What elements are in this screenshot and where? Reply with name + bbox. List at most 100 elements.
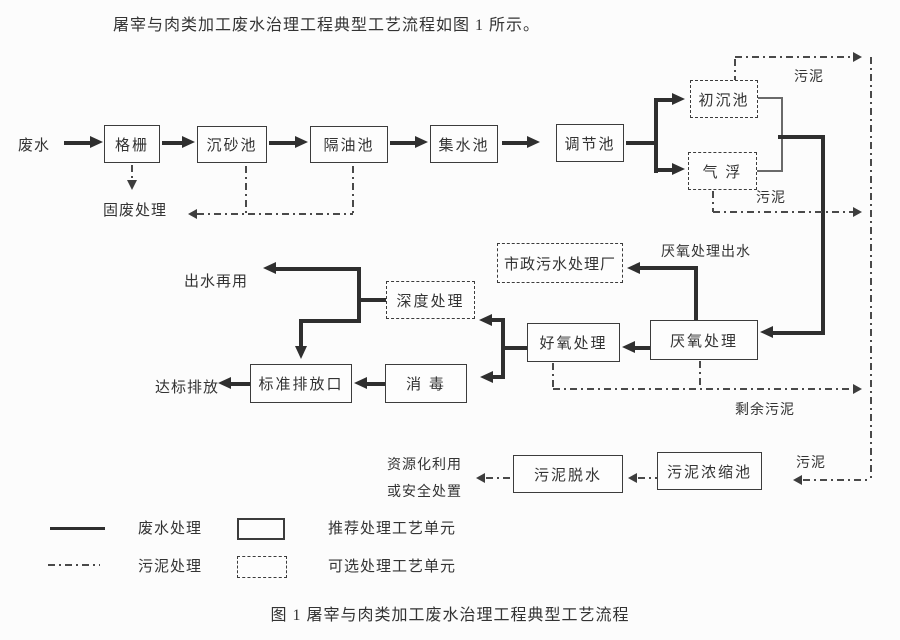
node-anaerobic-label: 厌氧处理 [669, 333, 738, 350]
arrow-grit-to-oil [295, 136, 308, 148]
node-municipal-label: 市政污水处理厂 [503, 256, 616, 273]
flow-line-to-reuse [276, 267, 358, 271]
node-grit-chamber: 沉砂池 [197, 126, 267, 163]
sludge-bottom-label: 污泥 [796, 456, 826, 471]
arrow-influent-to-screen [90, 136, 103, 148]
flow-line-anaerobic-aerobic [635, 346, 650, 350]
flow-line-down-to-anaerobic [821, 135, 825, 335]
flow-line-aerobic-out [505, 346, 527, 350]
node-outlet-label: 标准排放口 [258, 377, 344, 393]
sludge-line-excess [553, 388, 853, 390]
arrow-dewater-to-resource [476, 473, 485, 483]
excess-sludge-label: 剩余污泥 [735, 403, 795, 418]
arrow-collect-to-regulate [527, 136, 540, 148]
node-aerobic-label: 好氧处理 [539, 336, 608, 352]
sludge-line-screen-down [131, 165, 133, 180]
arrow-into-municipal [627, 262, 640, 274]
sludge-line-mid [713, 211, 853, 213]
flow-line-into-anaerobic [773, 331, 823, 335]
flow-line-collect-regulate [502, 141, 527, 145]
sludge-line-top [735, 56, 853, 58]
sludge-line-aerobic-down [552, 363, 554, 389]
node-air-flotation: 气 浮 [688, 152, 757, 190]
intro-text: 屠宰与肉类加工废水治理工程典型工艺流程如图 1 所示。 [113, 17, 541, 34]
arrow-into-disinfect [480, 371, 493, 383]
sludge-line-flotation-down [712, 191, 714, 212]
flow-line-influent [64, 141, 90, 145]
arrow-bus-to-thickener [793, 475, 802, 485]
node-primary-label: 初沉池 [698, 92, 750, 109]
solid-waste-label: 固废处理 [103, 203, 168, 219]
node-primary-sedimentation: 初沉池 [690, 80, 758, 118]
figure-caption: 图 1 屠宰与肉类加工废水治理工程典型工艺流程 [270, 607, 630, 624]
flow-bracket-advanced [357, 267, 361, 323]
merge-vertical [781, 97, 783, 172]
arrow-to-discharge [218, 377, 231, 389]
sludge-top-label: 污泥 [794, 70, 824, 85]
sludge-line-left-bus [197, 213, 353, 215]
sludge-line-primary-up [734, 59, 736, 80]
flow-line-regulate-split [626, 141, 656, 145]
legend-label-recommended: 推荐处理工艺单元 [328, 521, 457, 537]
influent-label: 废水 [18, 138, 51, 154]
arrow-into-outlet-top [295, 346, 307, 359]
arrow-anaerobic-to-aerobic [622, 341, 635, 353]
flow-line-disinfect-outlet [367, 382, 385, 386]
sludge-line-anaerobic-down [699, 361, 701, 389]
legend-label-sludge: 污泥处理 [138, 559, 203, 575]
merge-line-primary [758, 97, 782, 99]
node-dewater-label: 污泥脱水 [533, 467, 602, 484]
node-oil-separator: 隔油池 [310, 126, 388, 163]
sludge-bus-vertical [870, 57, 872, 481]
sludge-line-bus-to-thickener [803, 479, 871, 481]
arrow-excess-to-bus [853, 384, 862, 394]
node-standard-outlet: 标准排放口 [250, 364, 352, 403]
legend-solid-box-sample [237, 518, 285, 540]
legend-label-wastewater: 废水处理 [138, 521, 203, 537]
flow-bracket-aerobic [501, 318, 505, 379]
sludge-line-thickener-dewater [638, 477, 657, 479]
node-regulate-label: 调节池 [564, 136, 616, 153]
sludge-line-oil-down [352, 166, 354, 214]
flow-line-advanced-down1 [299, 319, 359, 323]
flow-line-advanced-down2 [299, 321, 303, 346]
arrow-screen-to-grit [182, 136, 195, 148]
arrow-oil-to-collect [415, 136, 428, 148]
flow-line-split-flotation [657, 168, 672, 172]
node-aerobic: 好氧处理 [527, 323, 620, 362]
flow-line-outlet-discharge [231, 382, 250, 386]
node-oil-label: 隔油池 [323, 138, 375, 154]
arrow-split-to-primary [672, 93, 685, 105]
node-regulating-tank: 调节池 [556, 124, 624, 162]
node-grit-label: 沉砂池 [206, 138, 258, 154]
node-screen-label: 格栅 [114, 137, 149, 154]
effluent-reuse-label: 出水再用 [184, 274, 249, 290]
merge-line-flotation [757, 170, 782, 172]
standard-discharge-label: 达标排放 [155, 380, 220, 396]
legend-solid-line-sample [50, 527, 105, 530]
node-flotation-label: 气 浮 [702, 164, 743, 181]
node-advanced: 深度处理 [386, 281, 475, 319]
flow-line-advanced-out [361, 298, 386, 302]
node-collect-label: 集水池 [438, 137, 490, 154]
resource-label-line1: 资源化利用 [387, 458, 462, 473]
flow-line-grit-oil [269, 141, 295, 145]
sludge-mid-label: 污泥 [756, 191, 786, 206]
legend-dashdot-line-sample [48, 564, 100, 566]
node-anaerobic: 厌氧处理 [650, 320, 758, 360]
flow-line-anaerobic-up [694, 266, 698, 320]
legend-label-optional: 可选处理工艺单元 [328, 559, 457, 575]
anaerobic-effluent-label: 厌氧处理出水 [661, 245, 751, 260]
flow-line-to-advanced [492, 318, 502, 322]
resource-label-line2: 或安全处置 [387, 485, 462, 500]
node-collecting-tank: 集水池 [430, 125, 498, 163]
flow-line-oil-collect [390, 141, 415, 145]
flow-line-screen-grit [162, 141, 182, 145]
node-disinfect-label: 消 毒 [406, 377, 446, 393]
node-sludge-dewatering: 污泥脱水 [513, 455, 623, 493]
flow-line-to-disinfect [493, 375, 502, 379]
arrow-sludge-mid-to-bus [853, 207, 862, 217]
arrow-sludge-to-solidwaste [188, 209, 197, 219]
arrow-screen-to-solidwaste [127, 180, 137, 190]
flow-line-to-municipal [640, 266, 696, 270]
